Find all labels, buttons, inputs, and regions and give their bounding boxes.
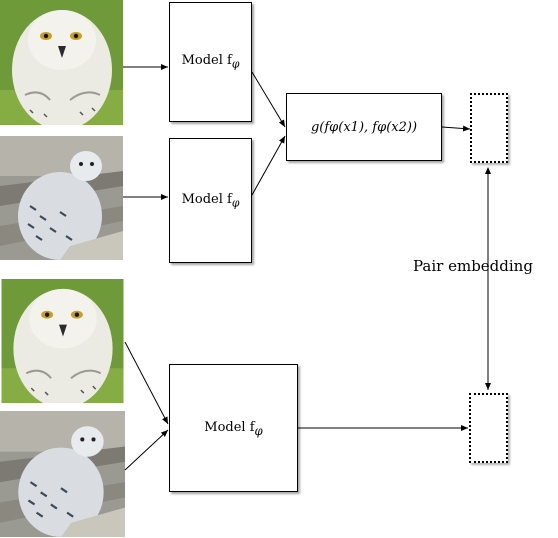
combine-function-label: g(fφ(x1), fφ(x2)) bbox=[310, 119, 418, 135]
pair-embedding-bottom bbox=[469, 393, 508, 463]
model-box-top-1-label: Model fφ bbox=[181, 53, 240, 71]
model-box-top-2-label: Model fφ bbox=[181, 191, 240, 210]
pair-embedding-top bbox=[470, 93, 508, 163]
combine-function-box: g(fφ(x1), fφ(x2)) bbox=[286, 93, 442, 161]
model-box-top-2: Model fφ bbox=[169, 138, 252, 263]
owl-image-top-1 bbox=[0, 0, 123, 125]
owl-image-bottom-1 bbox=[1, 279, 124, 403]
model-box-top-1: Model fφ bbox=[169, 2, 252, 122]
model-box-bottom: Model fφ bbox=[169, 364, 298, 492]
owl-image-bottom-2 bbox=[0, 410, 125, 538]
owl-image-top-2 bbox=[0, 136, 123, 260]
pair-embedding-label: Pair embedding bbox=[413, 257, 533, 275]
model-box-bottom-label: Model fφ bbox=[204, 419, 263, 438]
